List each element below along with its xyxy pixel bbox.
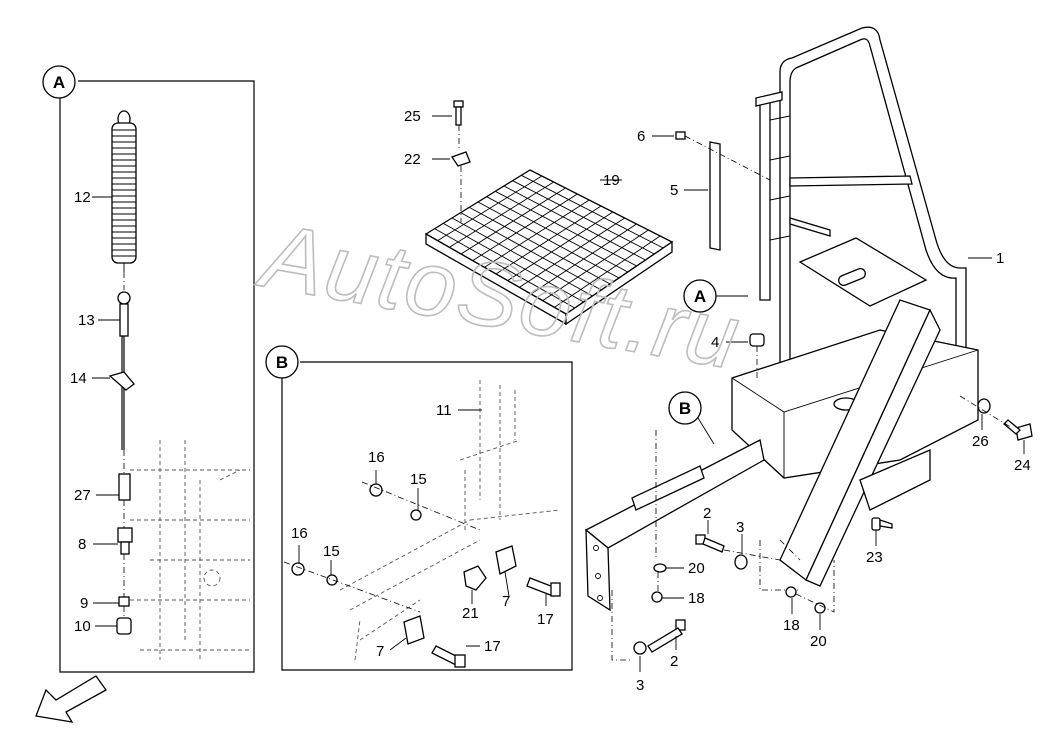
- clamp-part-7-lower: [403, 615, 425, 645]
- callout-20-center: 20: [688, 560, 705, 577]
- clip-part-22: [450, 151, 471, 167]
- callout-17-upper: 17: [537, 611, 554, 628]
- callout-6: 6: [637, 128, 645, 145]
- grating-bar: [521, 174, 664, 249]
- nut-part-18-center: [651, 591, 663, 603]
- clamp-part-7-upper: [495, 545, 517, 575]
- bushing-part-16-lower: [291, 562, 305, 576]
- callout-13: 13: [78, 312, 95, 329]
- callout-10: 10: [74, 618, 91, 635]
- clip-part-14: [108, 371, 135, 391]
- spring-part-12: [111, 110, 137, 272]
- callout-8: 8: [78, 536, 86, 553]
- washer-part-3-lower: [633, 641, 647, 655]
- callout-24: 24: [1014, 457, 1031, 474]
- bolt-part-25: [453, 100, 464, 126]
- rod-part-13: [117, 291, 131, 450]
- detail-a-label: A: [53, 73, 65, 92]
- callout-2-lower: 2: [670, 653, 678, 670]
- callout-11: 11: [436, 402, 452, 419]
- callout-5: 5: [670, 182, 678, 199]
- callout-16-upper: 16: [368, 449, 385, 466]
- detail-b-panel: B 11 16 15 16 15 7 21 17: [265, 345, 573, 671]
- callout-9: 9: [80, 595, 88, 612]
- callout-2-upper: 2: [703, 505, 711, 522]
- callout-26: 26: [972, 433, 989, 450]
- grating-bar: [554, 235, 661, 308]
- washer-part-15-lower: [326, 574, 338, 586]
- nut-part-18-right: [785, 586, 797, 598]
- callout-3-upper: 3: [736, 519, 744, 536]
- strip-part-5: [709, 141, 721, 251]
- washer-part-20-right: [814, 602, 826, 614]
- callout-7-upper: 7: [502, 593, 510, 610]
- detail-a-marker: [42, 65, 76, 99]
- washer-part-3-upper: [734, 554, 748, 570]
- step-frame-part-1: [584, 26, 979, 612]
- callout-16-lower: 16: [291, 525, 308, 542]
- washer-part-15-upper: [410, 509, 422, 521]
- callout-4: 4: [711, 334, 719, 351]
- grating-part-19: [424, 169, 674, 326]
- detail-b-marker-frame: [668, 391, 702, 425]
- callout-25: 25: [404, 108, 421, 125]
- callout-22: 22: [404, 151, 421, 168]
- callout-21: 21: [462, 605, 479, 622]
- screw-part-6: [675, 131, 686, 140]
- bolt-part-17-upper: [526, 577, 561, 597]
- direction-arrow-icon: [35, 675, 107, 723]
- callout-18-center: 18: [688, 590, 705, 607]
- washer-part-26: [977, 398, 991, 414]
- nut-part-9: [118, 596, 130, 607]
- bracket-part-21: [463, 565, 487, 591]
- callout-27: 27: [74, 487, 91, 504]
- callout-20-right: 20: [810, 633, 827, 650]
- bushing-part-16-upper: [369, 483, 383, 497]
- fitting-part-8: [117, 527, 133, 555]
- cap-part-4: [749, 333, 765, 347]
- callout-18-right: 18: [783, 617, 800, 634]
- callout-23: 23: [866, 549, 883, 566]
- detail-b-label-frame: B: [679, 399, 691, 418]
- detail-a-label-frame: A: [694, 287, 706, 306]
- bolt-part-2-upper: [695, 534, 725, 553]
- callout-14: 14: [70, 370, 87, 387]
- detail-b-label: B: [276, 353, 288, 372]
- bushing-part-10: [116, 617, 132, 635]
- callout-15-upper: 15: [410, 471, 427, 488]
- callout-1: 1: [996, 250, 1004, 267]
- sleeve-part-27: [118, 473, 131, 501]
- grating-bar: [542, 229, 649, 302]
- washer-part-20-center: [653, 563, 667, 573]
- callout-3-lower: 3: [636, 677, 644, 694]
- knob-bolt-part-24: [1003, 419, 1033, 441]
- detail-a-panel: A 12: [42, 65, 255, 673]
- callout-17-lower: 17: [484, 638, 501, 655]
- detail-b-marker: [265, 345, 299, 379]
- callout-19: 19: [603, 172, 620, 189]
- callout-7-lower: 7: [376, 643, 384, 660]
- bolt-part-23: [871, 517, 893, 531]
- callout-15-lower: 15: [323, 543, 340, 560]
- bolt-part-2-lower: [647, 619, 686, 653]
- bolt-part-17-lower: [431, 645, 466, 668]
- callout-12: 12: [74, 189, 91, 206]
